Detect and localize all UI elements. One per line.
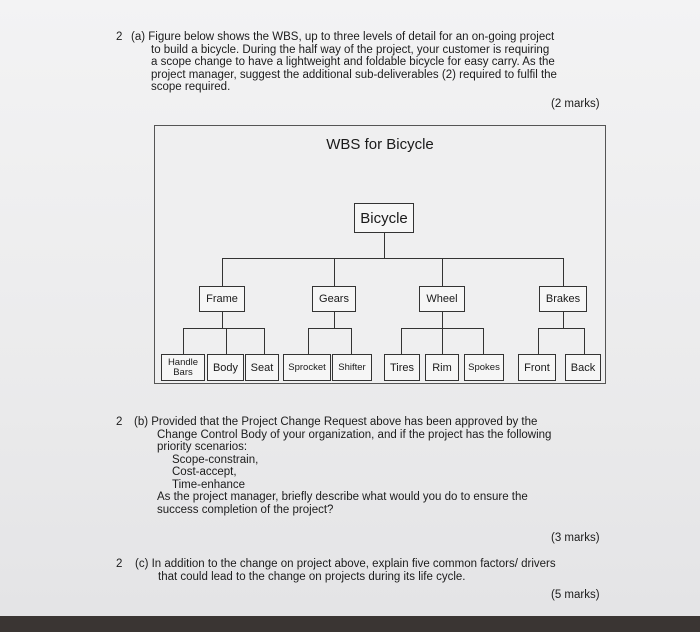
- wbs-node-gears: Gears: [312, 286, 356, 312]
- question-b-line: Cost-accept,: [172, 466, 237, 478]
- question-b-text: (b) Provided that the Project Change Req…: [134, 416, 551, 516]
- wbs-node-spokes: Spokes: [464, 354, 504, 381]
- question-c-line: that could lead to the change on project…: [158, 570, 466, 583]
- connector: [308, 328, 309, 354]
- connector: [351, 328, 352, 354]
- question-a-line: (a) Figure below shows the WBS, up to th…: [131, 31, 555, 43]
- question-b-line: success completion of the project?: [157, 503, 334, 516]
- wbs-title: WBS for Bicycle: [326, 136, 434, 153]
- connector: [183, 328, 265, 329]
- connector: [226, 328, 227, 354]
- question-c-text: (c) In addition to the change on project…: [135, 558, 556, 583]
- question-b-line: Change Control Body of your organization…: [157, 428, 552, 441]
- connector: [563, 312, 564, 328]
- connector: [308, 328, 352, 329]
- wbs-node-handle-bars: Handle Bars: [161, 354, 205, 381]
- wbs-node-back: Back: [565, 354, 601, 381]
- question-b-line: priority scenarios:: [157, 441, 248, 453]
- connector: [384, 232, 385, 258]
- question-c-marks: (5 marks): [551, 589, 600, 601]
- question-b-line: As the project manager, briefly describe…: [157, 491, 528, 503]
- wbs-node-bicycle: Bicycle: [354, 203, 414, 233]
- connector: [264, 328, 265, 354]
- connector: [222, 312, 223, 328]
- connector: [222, 258, 564, 259]
- connector: [538, 328, 539, 354]
- desk-edge: [0, 616, 700, 632]
- connector: [563, 258, 564, 286]
- question-b-line: Time-enhance: [172, 478, 246, 491]
- connector: [483, 328, 484, 354]
- question-a-line: project manager, suggest the additional …: [151, 68, 557, 81]
- connector: [442, 328, 443, 354]
- question-a-line: a scope change to have a lightweight and…: [151, 56, 555, 68]
- wbs-node-sprocket: Sprocket: [283, 354, 331, 381]
- connector: [584, 328, 585, 354]
- connector: [334, 258, 335, 286]
- question-b-marks: (3 marks): [551, 532, 600, 544]
- question-a-line: scope required.: [151, 81, 231, 93]
- wbs-node-tires: Tires: [384, 354, 420, 381]
- wbs-node-shifter: Shifter: [332, 354, 372, 381]
- question-b-line: (b) Provided that the Project Change Req…: [134, 416, 538, 428]
- wbs-node-rim: Rim: [425, 354, 459, 381]
- wbs-node-front: Front: [518, 354, 556, 381]
- connector: [538, 328, 585, 329]
- question-a-line: to build a bicycle. During the half way …: [151, 43, 550, 56]
- question-b-line: Scope-constrain,: [172, 453, 259, 466]
- question-b-number: 2: [116, 416, 123, 428]
- wbs-node-seat: Seat: [245, 354, 279, 381]
- wbs-node-brakes: Brakes: [539, 286, 587, 312]
- wbs-node-body: Body: [207, 354, 244, 381]
- connector: [183, 328, 184, 354]
- question-a-text: (a) Figure below shows the WBS, up to th…: [131, 31, 557, 94]
- wbs-node-wheel: Wheel: [419, 286, 465, 312]
- connector: [222, 258, 223, 286]
- question-c-line: (c) In addition to the change on project…: [135, 558, 556, 570]
- question-a-number: 2: [116, 31, 123, 43]
- wbs-figure: WBS for Bicycle Bicycle Frame Gears Whee…: [154, 125, 606, 384]
- connector: [442, 312, 443, 328]
- question-a-marks: (2 marks): [551, 98, 600, 110]
- wbs-node-frame: Frame: [199, 286, 245, 312]
- connector: [401, 328, 402, 354]
- connector: [442, 258, 443, 286]
- question-c-number: 2: [116, 558, 123, 570]
- connector: [334, 312, 335, 328]
